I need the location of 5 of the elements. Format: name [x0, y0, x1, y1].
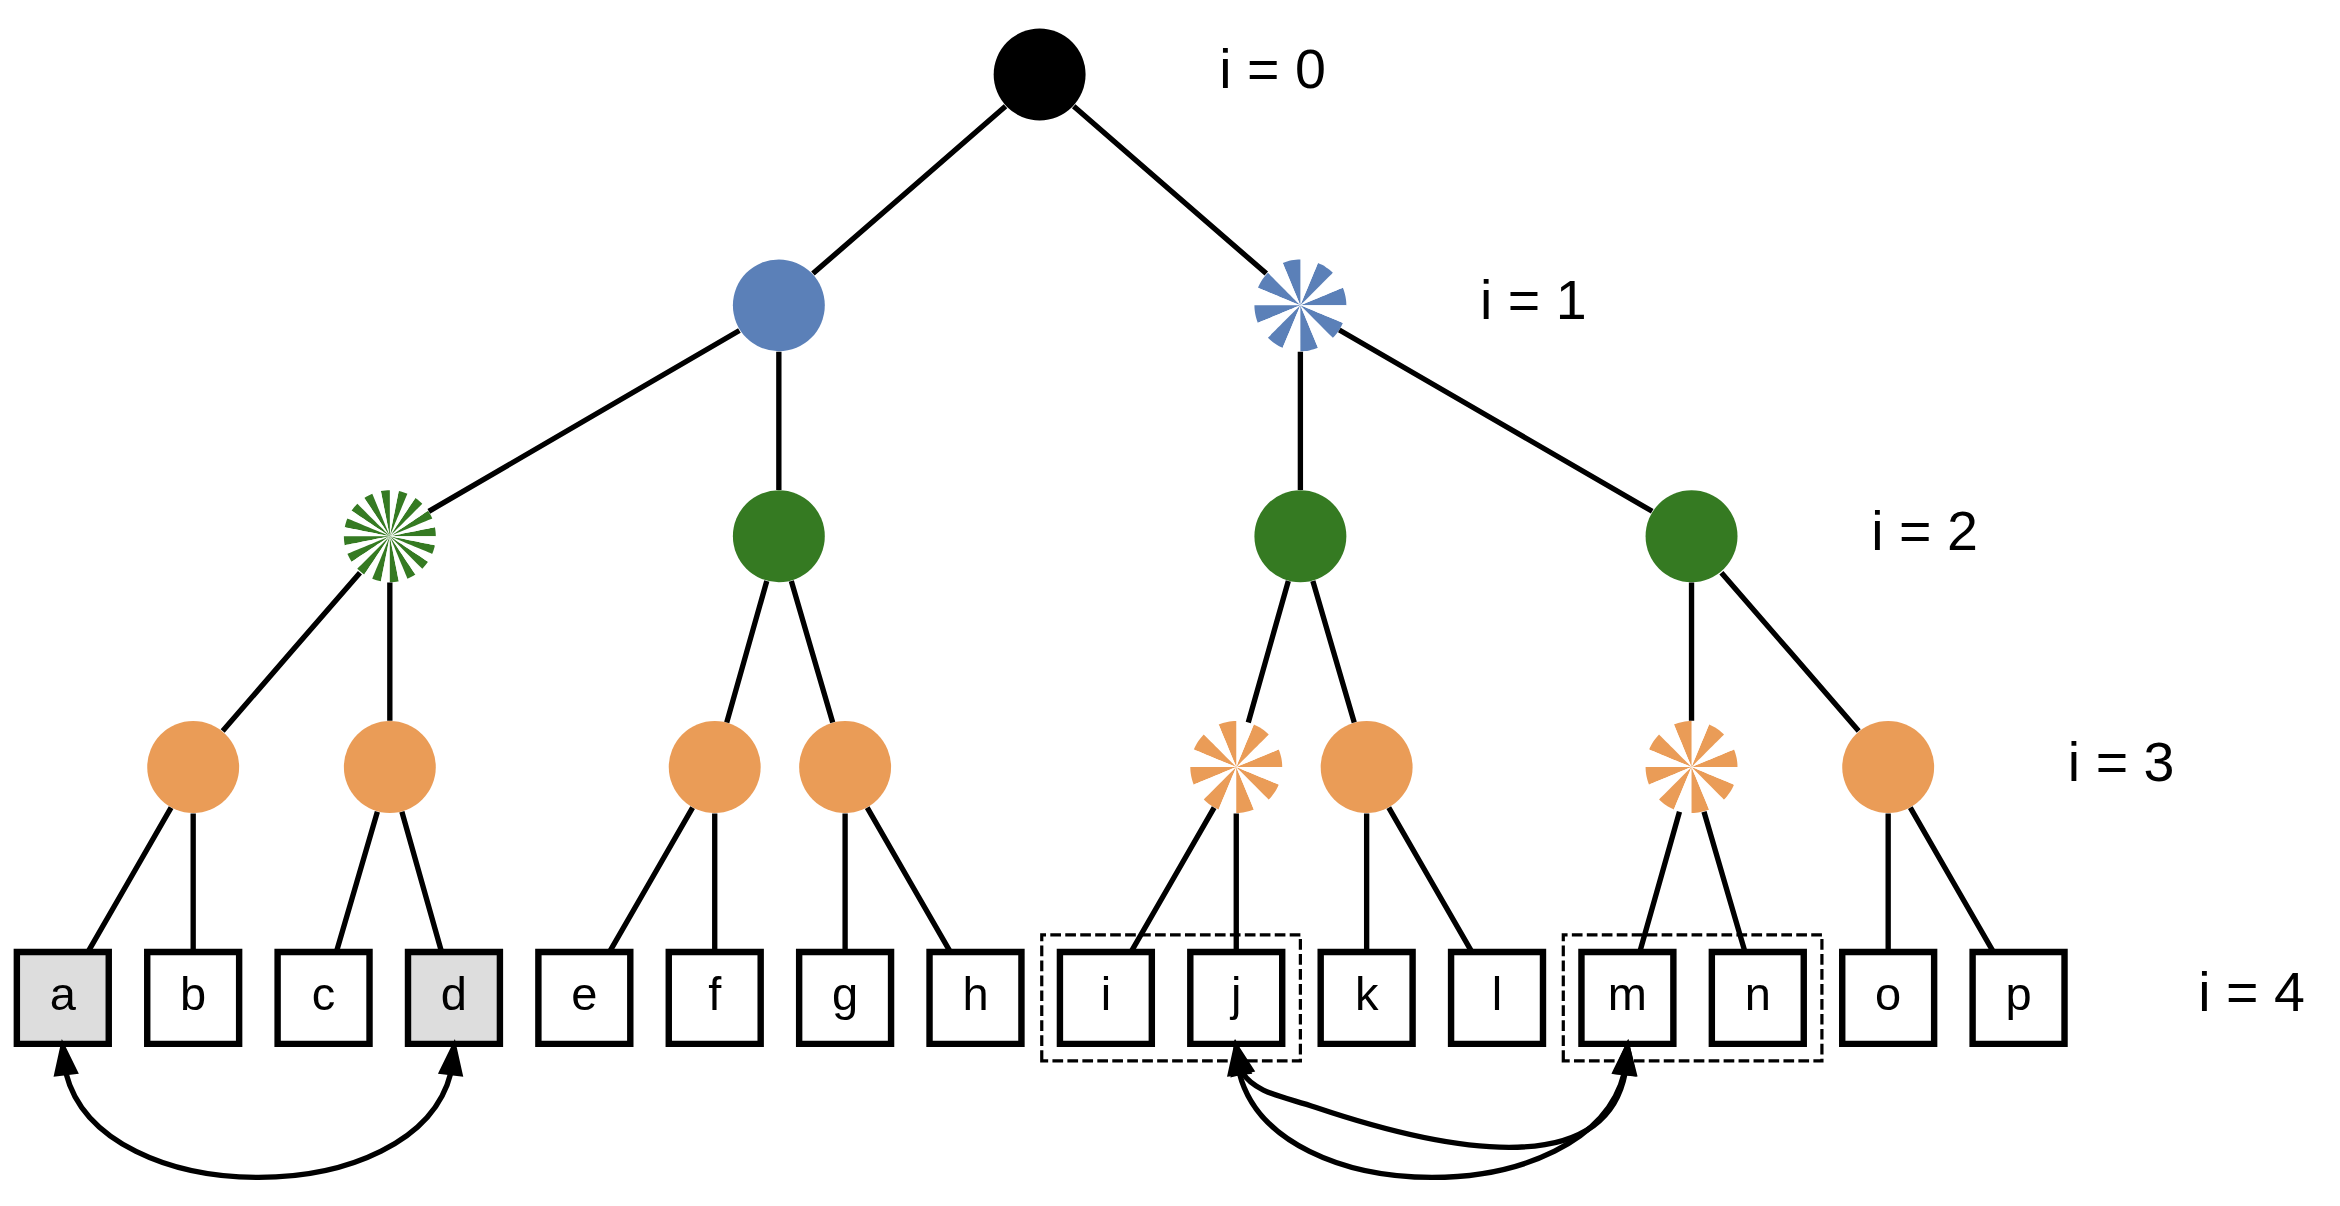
label: i = 0	[1219, 37, 1326, 100]
label: i = 2	[1871, 499, 1978, 562]
label: i = 1	[1480, 268, 1587, 331]
label: i = 3	[2067, 730, 2175, 793]
label: i = 4	[2198, 961, 2305, 1024]
